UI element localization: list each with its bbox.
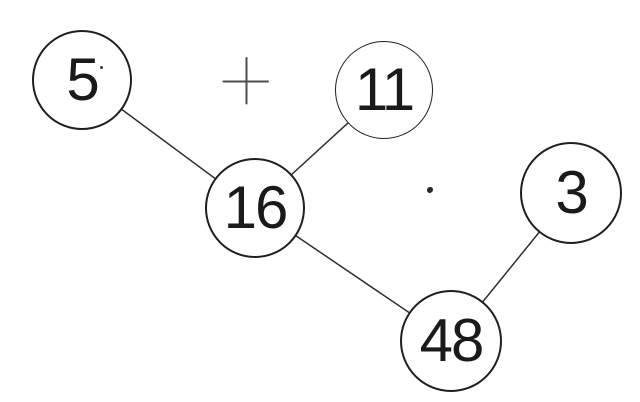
node-circle-factor: 3 xyxy=(520,142,622,244)
node-circle-addend-2: 11 xyxy=(335,41,433,139)
plus-operator-icon xyxy=(222,57,270,105)
node-circle-addend-1: 5 xyxy=(32,30,132,130)
multiplication-dot-icon xyxy=(427,187,433,193)
node-value: 5 xyxy=(66,46,99,113)
node-value: 16 xyxy=(223,174,289,241)
node-value: 3 xyxy=(555,159,588,226)
ink-speck xyxy=(100,66,103,69)
node-value: 11 xyxy=(354,56,415,123)
node-circle-sum: 16 xyxy=(205,158,305,258)
node-circle-product: 48 xyxy=(400,290,502,392)
node-value: 48 xyxy=(419,307,485,374)
